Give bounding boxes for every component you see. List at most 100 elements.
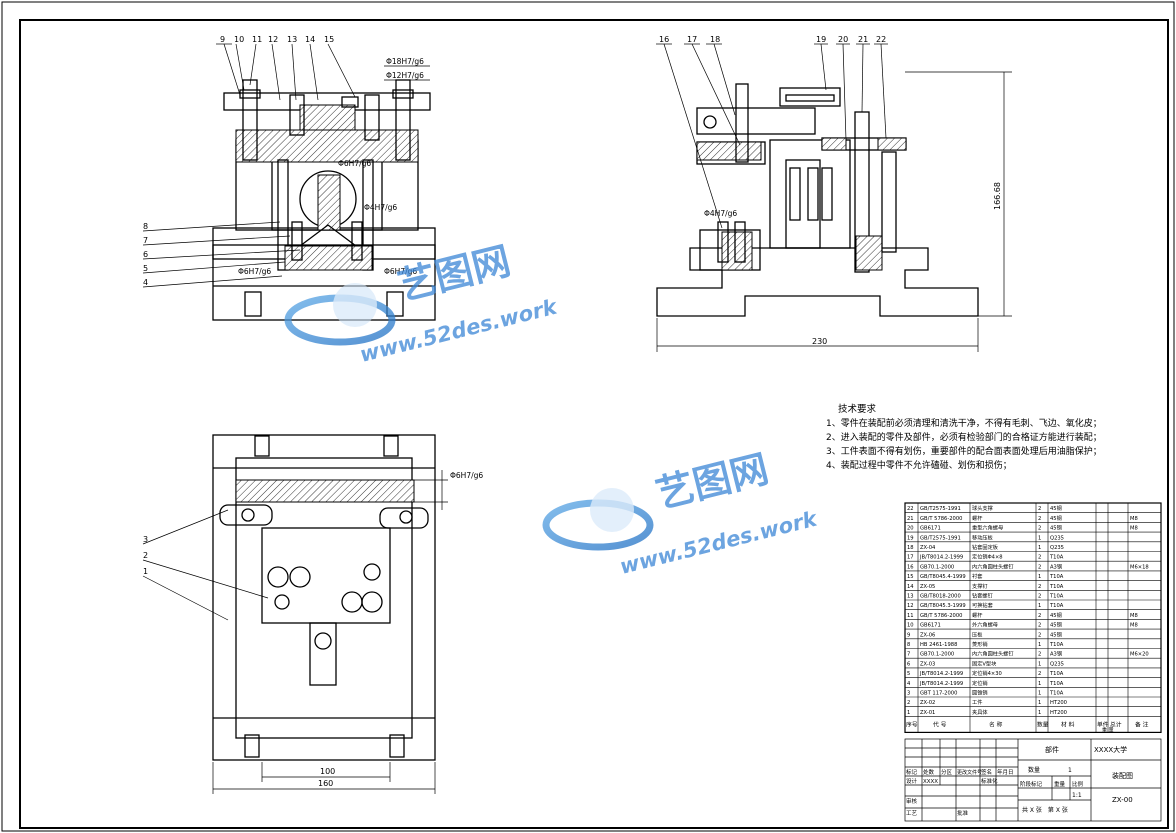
side-dims: Φ4H7/g6 166.68 230: [656, 71, 1012, 352]
balloon-4: 4: [143, 278, 148, 287]
bom-cell-note: M8: [1130, 516, 1138, 522]
bom-cell-mat: T10A: [1049, 594, 1064, 600]
tb-drawing-no: ZX-00: [1112, 796, 1133, 804]
tb-stage-label: 阶段标记: [1020, 780, 1043, 788]
balloon-15: 15: [324, 35, 334, 44]
bom-cell-note: M8: [1130, 613, 1138, 619]
bom-cell-code: HB 2461-1988: [920, 642, 957, 648]
bom-cell-name: 定位销4×30: [972, 669, 1002, 677]
side-view: [656, 83, 979, 317]
bom-cell-no: 22: [907, 506, 914, 512]
watermark-brand-1: 艺图网: [394, 238, 515, 308]
tb-material-cell: 部件: [1045, 745, 1059, 754]
bom-cell-qty: 2: [1038, 526, 1041, 532]
bom-cell-name: 重型六角螺母: [972, 524, 1003, 532]
bom-cell-name: 衬套: [972, 572, 983, 580]
bom-cell-name: 支撑钉: [972, 582, 988, 590]
tb-check-label: 审核: [906, 797, 918, 805]
bom-cell-no: 7: [907, 652, 910, 658]
tech-req-3: 3、工件表面不得有划伤，重要部件的配合面表面处理后用油脂保护；: [826, 445, 1102, 457]
bom-cell-no: 21: [907, 516, 914, 522]
bom-cell-code: GB70.1-2000: [920, 564, 954, 570]
tb-drawing-name: 装配图: [1112, 771, 1133, 780]
inner-frame: [19, 19, 1169, 829]
balloon-11: 11: [252, 35, 262, 44]
bom-cell-code: GB/T 5786-2000: [920, 516, 962, 522]
front-fits: Φ18H7/g6 Φ12H7/g6 Φ6H7/g6 Φ4H7/g6 Φ6H7/g…: [238, 57, 430, 276]
tb-sign-label: 签名: [981, 768, 992, 776]
top-view: [212, 434, 436, 761]
tb-qty-label: 数量: [1028, 766, 1040, 774]
bom-cell-no: 8: [907, 642, 910, 648]
bom-cell-name: 固定V型块: [972, 659, 997, 667]
bom-cell-name: 工件: [972, 698, 982, 706]
bom-cell-mat: 45钢: [1050, 621, 1062, 629]
bom-header-qty: 数量: [1037, 720, 1049, 728]
bom-cell-qty: 2: [1038, 564, 1041, 570]
bom-cell-code: GB/T8018-2000: [920, 594, 961, 600]
title-block: 标记 处数 分区 更改文件号 签名 年月日 设计 XXXX 标准化 审核 工艺 …: [904, 738, 1162, 822]
bom-cell-name: 内六角圆柱头螺钉: [972, 650, 1014, 658]
tb-scale-label: 比例: [1072, 780, 1084, 788]
bom-cell-no: 17: [907, 555, 914, 561]
bom-cell-note: M6×18: [1130, 564, 1149, 570]
bom-cell-name: 螺杆: [972, 611, 982, 619]
bom-cell-code: ZX-05: [920, 584, 935, 590]
bom-cell-name: 压板: [972, 630, 983, 638]
bom-cell-mat: A3钢: [1050, 562, 1062, 570]
bom-header-note: 备 注: [1135, 720, 1149, 728]
balloon-3: 3: [143, 535, 148, 544]
bom-cell-code: GB6171: [920, 526, 941, 532]
balloon-19: 19: [816, 35, 826, 44]
bom-cell-mat: 45钢: [1050, 504, 1062, 512]
tb-count-label: 处数: [923, 768, 935, 776]
bom-cell-mat: 45钢: [1050, 630, 1062, 638]
bom-cell-code: GB/T8045.3-1999: [920, 603, 966, 609]
bom-cell-name: 外六角螺母: [972, 621, 998, 629]
bom-cell-qty: 2: [1038, 613, 1041, 619]
bom-cell-no: 20: [907, 526, 914, 532]
fit-12h7g6: Φ12H7/g6: [386, 71, 424, 80]
bom-header-no: 序号: [906, 720, 918, 728]
bom-cell-code: JB/T8014.2-1999: [919, 671, 963, 677]
dim-160: 160: [318, 779, 333, 788]
bom-cell-name: 定位销: [972, 679, 988, 687]
bom-cell-no: 6: [907, 661, 910, 667]
bom-cell-name: 球头支撑: [972, 504, 993, 512]
tb-sheet-info: 共 X 张 第 X 张: [1022, 806, 1068, 814]
bom-header-mat: 材 料: [1061, 720, 1075, 728]
bom-cell-qty: 1: [1038, 681, 1041, 687]
bom-cell-no: 12: [907, 603, 914, 609]
tb-designer: XXXX: [923, 779, 938, 785]
balloon-6: 6: [143, 250, 148, 259]
bom-cell-no: 5: [907, 671, 910, 677]
bom-cell-code: GB/T2575-1991: [920, 535, 961, 541]
balloon-22: 22: [876, 35, 886, 44]
bom-cell-code: JB/T8014.2-1999: [919, 555, 963, 561]
dim-100: 100: [320, 767, 335, 776]
bom-cell-no: 13: [907, 594, 914, 600]
dim-166-68: 166.68: [993, 182, 1002, 210]
front-balloons: 9 10 11 12 13 14 15 8 7 6 5 4: [142, 35, 356, 288]
bom-cell-qty: 2: [1038, 652, 1041, 658]
technical-requirements: 技术要求 1、零件在装配前必须清理和清洗干净，不得有毛刺、飞边、氧化皮； 2、进…: [826, 403, 1102, 471]
balloon-8: 8: [143, 222, 148, 231]
bom-cell-qty: 1: [1038, 691, 1041, 697]
bom-cell-note: M8: [1130, 623, 1138, 629]
fit-4h7g6: Φ4H7/g6: [364, 203, 397, 212]
bom-cell-name: 内六角圆柱头螺钉: [972, 562, 1014, 570]
tb-approve-label: 批准: [957, 809, 969, 817]
bom-cell-qty: 1: [1038, 545, 1041, 551]
bom-cell-no: 14: [907, 584, 914, 590]
balloon-18: 18: [710, 35, 720, 44]
side-balloons: 16 17 18 19 20 21 22: [656, 35, 888, 229]
top-balloons: 3 2 1: [142, 509, 269, 621]
bom-cell-qty: 2: [1038, 584, 1041, 590]
balloon-5: 5: [143, 264, 148, 273]
bom-cell-qty: 1: [1038, 642, 1041, 648]
bom-cell-no: 9: [907, 632, 910, 638]
bom-cell-qty: 2: [1038, 555, 1041, 561]
watermark-logo-2: 艺图网 www.52des.work: [542, 446, 821, 579]
